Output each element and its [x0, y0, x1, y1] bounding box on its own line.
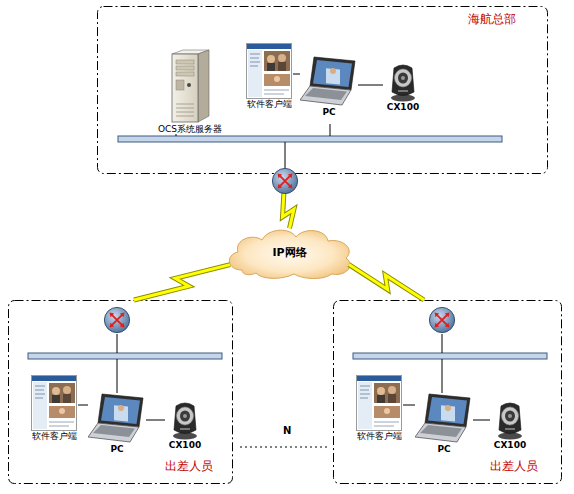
region-border — [9, 301, 233, 484]
lan-link — [117, 359, 118, 393]
wan-link — [349, 265, 424, 300]
cloud-outline — [229, 230, 350, 278]
device-link — [358, 85, 383, 86]
device-icon — [356, 375, 402, 431]
device-label: 软件客户端 — [245, 99, 293, 110]
device-icon — [388, 62, 418, 102]
cable-line — [403, 405, 415, 406]
device-icon — [415, 392, 473, 444]
device-symbol — [357, 376, 402, 431]
device-label: CX100 — [490, 440, 530, 451]
device-label: OCS系统服务器 — [150, 124, 230, 135]
device-link — [78, 405, 88, 406]
device-icon — [168, 48, 213, 124]
device-label: 软件客户端 — [355, 431, 403, 442]
device-symbol — [247, 44, 292, 99]
cable-line — [146, 420, 165, 421]
router-symbol — [272, 168, 297, 193]
device-node: 软件客户端 — [355, 375, 403, 442]
count-label: N — [283, 425, 291, 436]
device-link — [293, 74, 300, 75]
device-icon — [246, 43, 292, 99]
lan-link — [117, 334, 118, 353]
device-icon — [495, 400, 525, 440]
region-title: 海航总部 — [468, 12, 516, 26]
device-symbol — [173, 403, 197, 440]
lightning-bolt — [134, 265, 230, 300]
device-icon — [300, 55, 358, 107]
device-label: CX100 — [165, 440, 205, 451]
device-node: PC — [88, 392, 146, 455]
device-symbol — [32, 376, 77, 431]
region-border — [334, 301, 562, 484]
region-border — [98, 7, 548, 174]
site-region: 海航总部 OCS系统服务器 软件客户端 PC CX100 — [97, 6, 548, 174]
cable-line — [473, 420, 490, 421]
device-node: CX100 — [490, 400, 530, 451]
device-link — [473, 420, 490, 421]
device-symbol — [172, 50, 209, 122]
device-symbol — [88, 394, 143, 442]
region-title: 出差人员 — [490, 459, 538, 473]
device-icon — [88, 392, 146, 444]
device-link — [403, 405, 415, 406]
lan-link — [176, 134, 177, 136]
device-label: PC — [300, 107, 358, 118]
region-title: 出差人员 — [165, 459, 213, 473]
lan-bus — [353, 353, 547, 359]
lightning-outline — [134, 265, 230, 300]
lan-link — [442, 334, 443, 353]
device-node: 软件客户端 — [245, 43, 293, 110]
lan-link — [285, 142, 286, 168]
device-icon — [31, 375, 77, 431]
cloud-label: IP网络 — [272, 245, 306, 260]
lightning-outline — [349, 265, 424, 300]
device-node: CX100 — [165, 400, 205, 451]
network-cloud: IP网络 — [222, 225, 357, 280]
device-label: PC — [88, 444, 146, 455]
lan-bus — [28, 353, 222, 359]
router-symbol — [104, 307, 129, 332]
device-symbol — [498, 403, 522, 440]
device-symbol — [391, 65, 415, 102]
lan-link — [442, 359, 443, 393]
device-label: PC — [415, 444, 473, 455]
device-symbol — [300, 57, 355, 105]
wan-link — [134, 265, 230, 300]
device-icon — [170, 400, 200, 440]
ellipsis-line — [240, 446, 330, 447]
device-symbol — [415, 394, 470, 442]
device-node: 软件客户端 — [30, 375, 78, 442]
device-node: OCS系统服务器 — [150, 48, 230, 135]
device-node: PC — [415, 392, 473, 455]
cable-line — [293, 74, 300, 75]
lan-link — [330, 124, 331, 136]
cable-line — [358, 85, 383, 86]
device-label: 软件客户端 — [30, 431, 78, 442]
lightning-bolt — [349, 265, 424, 300]
device-node: PC — [300, 55, 358, 118]
cable-line — [78, 405, 88, 406]
device-node: CX100 — [383, 62, 423, 113]
device-link — [146, 420, 165, 421]
lan-bus — [118, 136, 502, 142]
router-symbol — [429, 307, 454, 332]
device-label: CX100 — [383, 102, 423, 113]
